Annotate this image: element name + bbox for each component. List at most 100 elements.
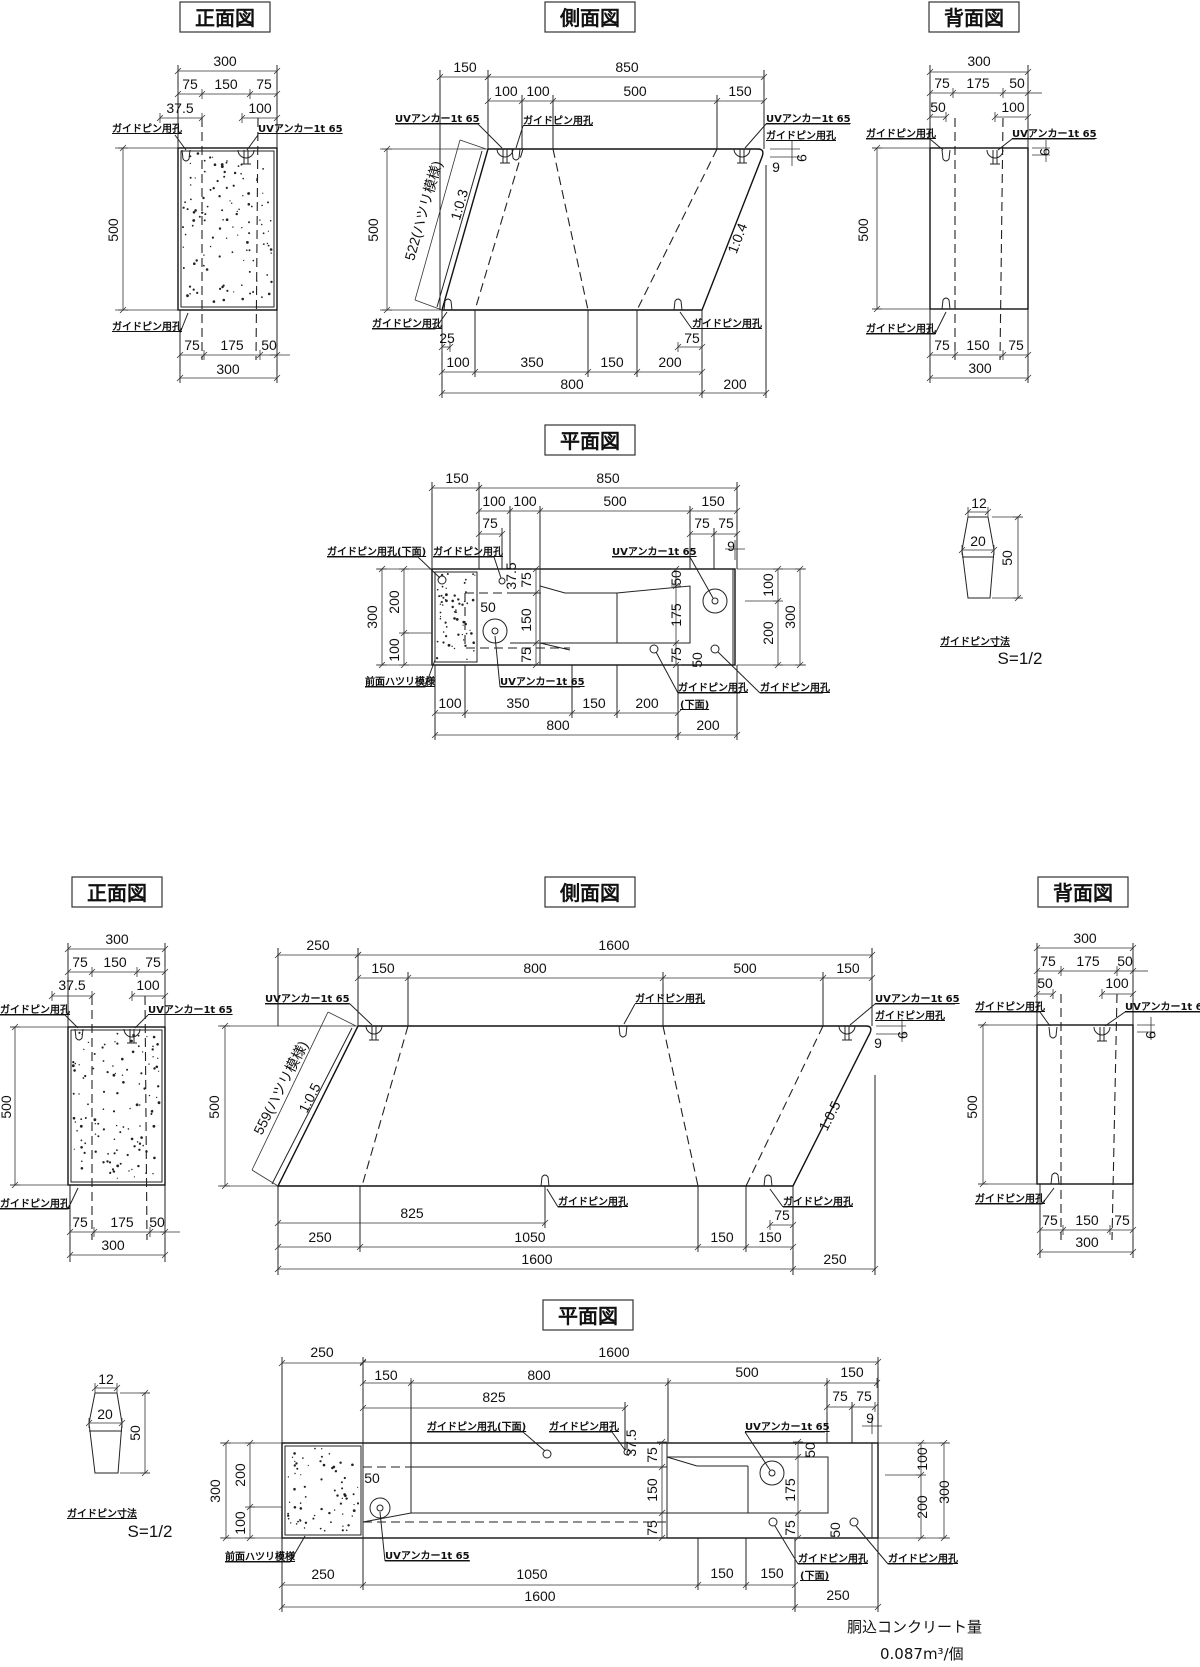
line (774, 1525, 799, 1565)
callout-label: (下面) (800, 1570, 829, 1582)
outline (180, 150, 275, 308)
concrete-speckle (80, 1118, 83, 1121)
line (255, 117, 259, 361)
dimension-value: 300 (216, 361, 240, 377)
callout-label: UVアンカー1t 65 (766, 113, 851, 125)
concrete-speckle (225, 218, 229, 221)
concrete-speckle (242, 177, 244, 180)
concrete-speckle (267, 244, 270, 247)
line (395, 123, 503, 149)
slope-ratio-label: 1:0.5 (815, 1098, 843, 1133)
line (975, 1011, 1051, 1027)
concrete-speckle (93, 1118, 97, 1122)
dimension-value: 75 (145, 954, 161, 970)
concrete-speckle (341, 1487, 344, 1490)
concrete-speckle (112, 1073, 116, 1077)
dimension-value: 150 (453, 59, 477, 75)
dimension-value: 150 (758, 1229, 782, 1245)
line (246, 134, 259, 151)
concrete-speckle (328, 1453, 331, 1455)
dimension-value: 200 (635, 695, 659, 711)
outline (1036, 1024, 1134, 1185)
guide-pin-hole-icon (443, 298, 453, 311)
concrete-speckle (446, 573, 449, 575)
concrete-speckle (340, 1481, 343, 1484)
concrete-speckle (225, 161, 228, 164)
dimension-value: 150 (836, 960, 860, 976)
concrete-speckle (246, 249, 248, 251)
callout-label: ガイドピン用孔 (0, 1197, 70, 1210)
callout-label: UVアンカー1t 65 (500, 676, 585, 688)
uv-anchor-icon (482, 618, 508, 644)
dimension-value: 200 (386, 590, 402, 614)
concrete-speckle (333, 1509, 336, 1511)
concrete-speckle (189, 293, 191, 295)
concrete-speckle (442, 596, 445, 599)
concrete-speckle (148, 1063, 150, 1065)
line (414, 139, 461, 301)
dimension-value: 500 (964, 1095, 980, 1119)
concrete-speckle (219, 287, 222, 290)
concrete-speckle (261, 296, 263, 298)
dimension-value: 150 (701, 493, 725, 509)
concrete-speckle (236, 210, 238, 213)
concrete-speckle (113, 1152, 116, 1155)
concrete-speckle (153, 1156, 156, 1160)
dimension-value: 150 (214, 76, 238, 92)
concrete-speckle (357, 1486, 359, 1488)
line (849, 1003, 955, 1026)
line (1111, 993, 1118, 1241)
concrete-speckle (112, 1170, 116, 1173)
dimension-value: 300 (105, 931, 129, 947)
dimension-value: 250 (306, 937, 330, 953)
dimension-value: 800 (546, 717, 570, 733)
concrete-speckle (191, 224, 194, 227)
concrete-speckle (447, 643, 451, 647)
concrete-speckle (106, 1160, 109, 1163)
concrete-speckle (465, 591, 467, 593)
callout-label: ガイドピン用孔 (766, 129, 836, 142)
line (539, 642, 571, 651)
concrete-speckle (248, 221, 250, 224)
hole-icon (542, 1449, 552, 1459)
dimension-value: 50 (689, 652, 705, 668)
concrete-speckle (206, 205, 209, 208)
concrete-speckle (453, 647, 456, 650)
callout-label: ガイドピン用孔 (975, 1000, 1045, 1013)
dimension-value: 200 (760, 621, 776, 645)
callout-label: ガイドピン用孔 (433, 545, 503, 558)
dimension-value: 100 (482, 493, 506, 509)
concrete-speckle (470, 632, 473, 635)
concrete-speckle (192, 288, 195, 291)
outline (177, 147, 278, 311)
concrete-speckle (220, 163, 224, 166)
view-title-box (544, 1, 636, 33)
callout-label: ガイドピン用孔 (678, 681, 748, 694)
concrete-speckle (202, 264, 205, 267)
line (623, 1003, 636, 1025)
uv-anchor-icon (369, 1497, 391, 1519)
concrete-speckle (137, 1034, 140, 1037)
concrete-speckle (323, 1529, 326, 1532)
line (546, 1188, 559, 1208)
dimension-value: 50 (364, 1470, 380, 1486)
concrete-speckle (343, 1476, 346, 1480)
dimension-value: 300 (1073, 930, 1097, 946)
hole-icon (623, 1448, 631, 1456)
callout-label: ガイドピン用孔 (112, 320, 182, 333)
uv-anchor-icon (237, 149, 255, 159)
concrete-speckle (288, 1501, 291, 1504)
concrete-speckle (126, 1153, 129, 1157)
concrete-speckle (243, 259, 245, 262)
dimension-value: 200 (696, 717, 720, 733)
dimension-value: 200 (658, 354, 682, 370)
concrete-speckle (352, 1463, 354, 1466)
concrete-speckle (138, 1083, 141, 1085)
concrete-speckle (195, 259, 198, 262)
line (365, 659, 436, 688)
line (866, 311, 947, 335)
concrete-speckle (294, 1460, 296, 1463)
dimension-value: 9 (866, 1410, 874, 1426)
view-title: 背面図 (1053, 881, 1113, 905)
concrete-speckle (152, 1173, 154, 1175)
